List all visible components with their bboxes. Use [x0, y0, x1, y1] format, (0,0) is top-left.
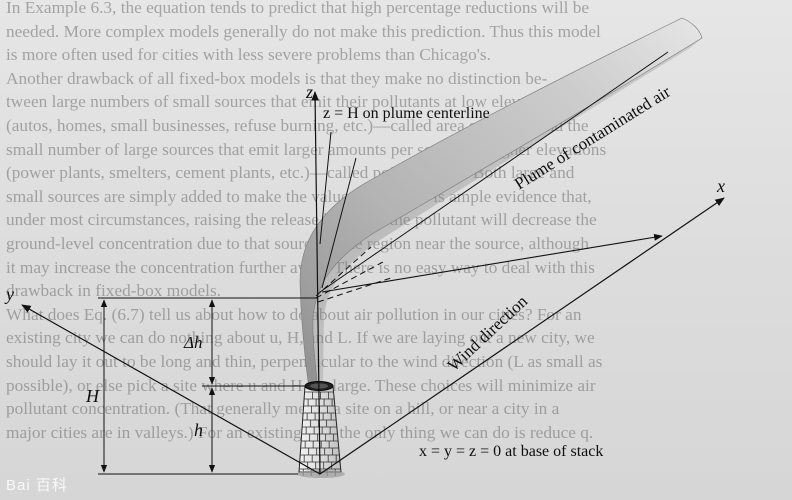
dashed-guide-line-3 [317, 276, 395, 303]
background-text-line: pollutant concentration. (That generally… [6, 399, 560, 419]
background-text-line: drawback in fixed-box models. [6, 281, 221, 301]
dashed-guide-line-1 [315, 246, 372, 297]
plume-label-leader [321, 157, 357, 289]
z-axis-label: z [305, 82, 313, 102]
background-text-line: should lay it out to be long and thin, p… [6, 351, 603, 371]
delta-h-label: Δh [183, 333, 202, 352]
watermark: Bai 百科 [6, 477, 68, 494]
wind-direction-arrow [321, 233, 663, 293]
x-axis-line [319, 197, 725, 475]
background-text-line: existing city we can do nothing about u,… [6, 328, 595, 348]
dimension-lines [98, 297, 318, 475]
background-text-line: possible), or else pick a site where u a… [6, 375, 596, 395]
background-text-line: ground-level concentration due to that s… [6, 233, 590, 253]
centerline-callout-leader [319, 131, 332, 245]
centerline-label: z = H on plume centerline [323, 105, 490, 122]
background-text-line: (autos, homes, small businesses, refuse … [6, 115, 589, 135]
wind-direction-label: Wind direction [444, 291, 532, 375]
z-axis-line [311, 91, 321, 475]
big-h-label: H [85, 386, 100, 406]
background-text-line: Another drawback of all fixed-box models… [6, 68, 548, 88]
smokestack [297, 381, 345, 478]
dashed-guide-line-2 [315, 261, 384, 299]
plume [299, 17, 703, 397]
background-text-line: What does Eq. (6.7) tell us about how to… [6, 304, 582, 324]
background-text-line: major cities are in valleys.) For an exi… [6, 422, 594, 442]
small-h-label: h [194, 420, 203, 440]
background-text-line: under most circumstances, raising the re… [6, 210, 597, 230]
x-axis-label: x [716, 176, 725, 196]
background-text-line: is more often used for cities with less … [6, 45, 491, 65]
background-text-line: tween large numbers of small sources tha… [6, 92, 562, 112]
plume-centerline-line [319, 51, 669, 293]
y-axis-label: y [4, 284, 14, 304]
origin-label: x = y = z = 0 at base of stack [419, 443, 603, 460]
background-text-line: In Example 6.3, the equation tends to pr… [6, 0, 590, 17]
y-axis-line [21, 304, 321, 475]
background-text-line: needed. More complex models generally do… [6, 21, 601, 41]
